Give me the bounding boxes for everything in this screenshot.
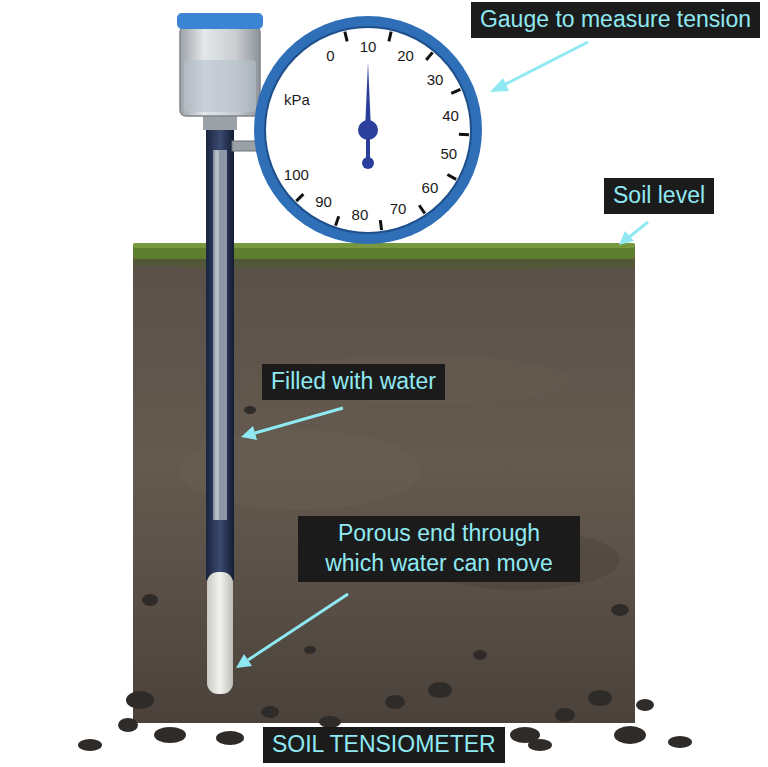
callout-label: Soil level [604, 178, 714, 214]
dial-number: 50 [440, 145, 457, 162]
dial-number: 40 [442, 106, 459, 123]
dial-tick [419, 205, 425, 213]
callout-text: SOIL TENSIOMETER [272, 730, 496, 760]
dial-number: 80 [352, 205, 369, 222]
callout-text: Soil level [613, 181, 705, 211]
leader-arrows [236, 42, 648, 668]
dial-number: 60 [422, 178, 439, 195]
pressure-gauge [254, 16, 482, 244]
dial-tick [389, 32, 391, 42]
rock-rubble [78, 406, 692, 751]
dial-tick [447, 174, 456, 179]
dial-number: 10 [360, 38, 377, 55]
dial-number: 30 [427, 71, 444, 88]
dial-number: 70 [390, 200, 407, 217]
dial-tick [459, 133, 469, 136]
callout-label: Gauge to measure tension [471, 2, 760, 38]
dial-tick [336, 216, 339, 225]
unit-label: kPa [284, 91, 310, 108]
callout-label: Porous end through which water can move [298, 516, 580, 582]
dial-number: 20 [397, 46, 414, 63]
dial-tick [296, 194, 303, 201]
dial-number: 100 [284, 165, 309, 182]
callout-label: Filled with water [262, 364, 445, 400]
callout-text: Porous end through which water can move [307, 519, 571, 579]
dial-number: 90 [315, 193, 332, 210]
callout-label: SOIL TENSIOMETER [263, 727, 505, 763]
callout-text: Filled with water [271, 367, 436, 397]
callout-text: Gauge to measure tension [480, 5, 751, 35]
dial-number: 0 [326, 46, 334, 63]
tensiometer-tube [177, 13, 263, 694]
dial-tick [426, 52, 432, 60]
dial-tick [380, 220, 381, 230]
dial-tick [345, 32, 347, 42]
dial-tick [451, 89, 460, 93]
